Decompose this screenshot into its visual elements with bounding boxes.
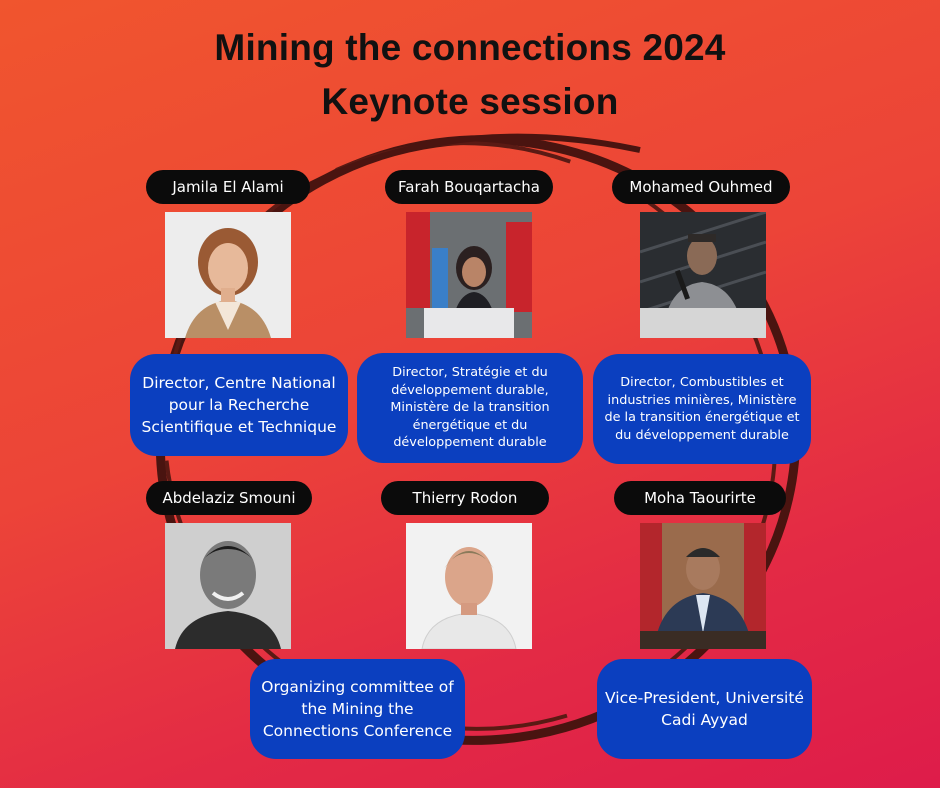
speaker-role-text-mohamed: Director, Combustibles et industries min… [604, 375, 800, 443]
page-title-line-1: Mining the connections 2024 [214, 27, 726, 68]
speaker-role-text-thierry: Organizing committee of the Mining the C… [261, 678, 454, 740]
speaker-name-mohamed: Mohamed Ouhmed [612, 170, 790, 204]
page-title-line-2: Keynote session [321, 81, 619, 122]
speaker-name-farah: Farah Bouqartacha [385, 170, 553, 204]
speaker-photo-farah [406, 212, 532, 338]
speaker-name-thierry: Thierry Rodon [381, 481, 549, 515]
speaker-role-farah: Director, Stratégie et du développement … [357, 353, 583, 463]
speaker-role-moha: Vice-President, Université Cadi Ayyad [597, 659, 812, 759]
speaker-photo-abdelaziz [165, 523, 291, 649]
speaker-role-text-jamila: Director, Centre National pour la Recher… [141, 374, 337, 436]
speaker-photo-moha [640, 523, 766, 649]
speaker-photo-jamila [165, 212, 291, 338]
speaker-role-text-farah: Director, Stratégie et du développement … [390, 365, 550, 451]
speaker-role-thierry: Organizing committee of the Mining the C… [250, 659, 465, 759]
speaker-role-jamila: Director, Centre National pour la Recher… [130, 354, 348, 456]
speaker-photo-mohamed [640, 212, 766, 338]
speaker-name-moha: Moha Taourirte [614, 481, 786, 515]
speaker-name-jamila: Jamila El Alami [146, 170, 310, 204]
speaker-photo-thierry [406, 523, 532, 649]
speaker-role-text-moha: Vice-President, Université Cadi Ayyad [605, 689, 804, 729]
speaker-name-abdelaziz: Abdelaziz Smouni [146, 481, 312, 515]
speaker-role-mohamed: Director, Combustibles et industries min… [593, 354, 811, 464]
